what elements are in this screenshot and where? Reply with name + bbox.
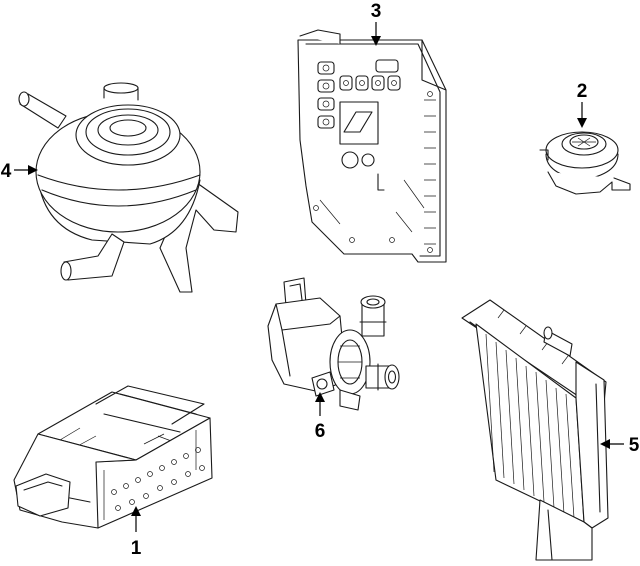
electronic-box [13,385,213,529]
callout-number-2: 2 [577,81,588,102]
round-connector [539,131,631,195]
water-pump [267,277,400,411]
callout-number-5: 5 [629,435,640,456]
callout-number-6: 6 [315,421,326,442]
callout-5: 5 [600,435,640,456]
callout-3: 3 [371,1,382,46]
callout-1: 1 [131,506,142,559]
callout-4: 4 [1,161,38,182]
control-module [297,29,447,263]
callout-number-4: 4 [1,161,12,182]
callout-2: 2 [577,81,588,128]
callout-number-1: 1 [131,538,142,559]
expansion-tank [18,82,239,293]
callout-6: 6 [315,392,326,442]
radiator [461,299,609,561]
callout-number-3: 3 [371,1,382,22]
